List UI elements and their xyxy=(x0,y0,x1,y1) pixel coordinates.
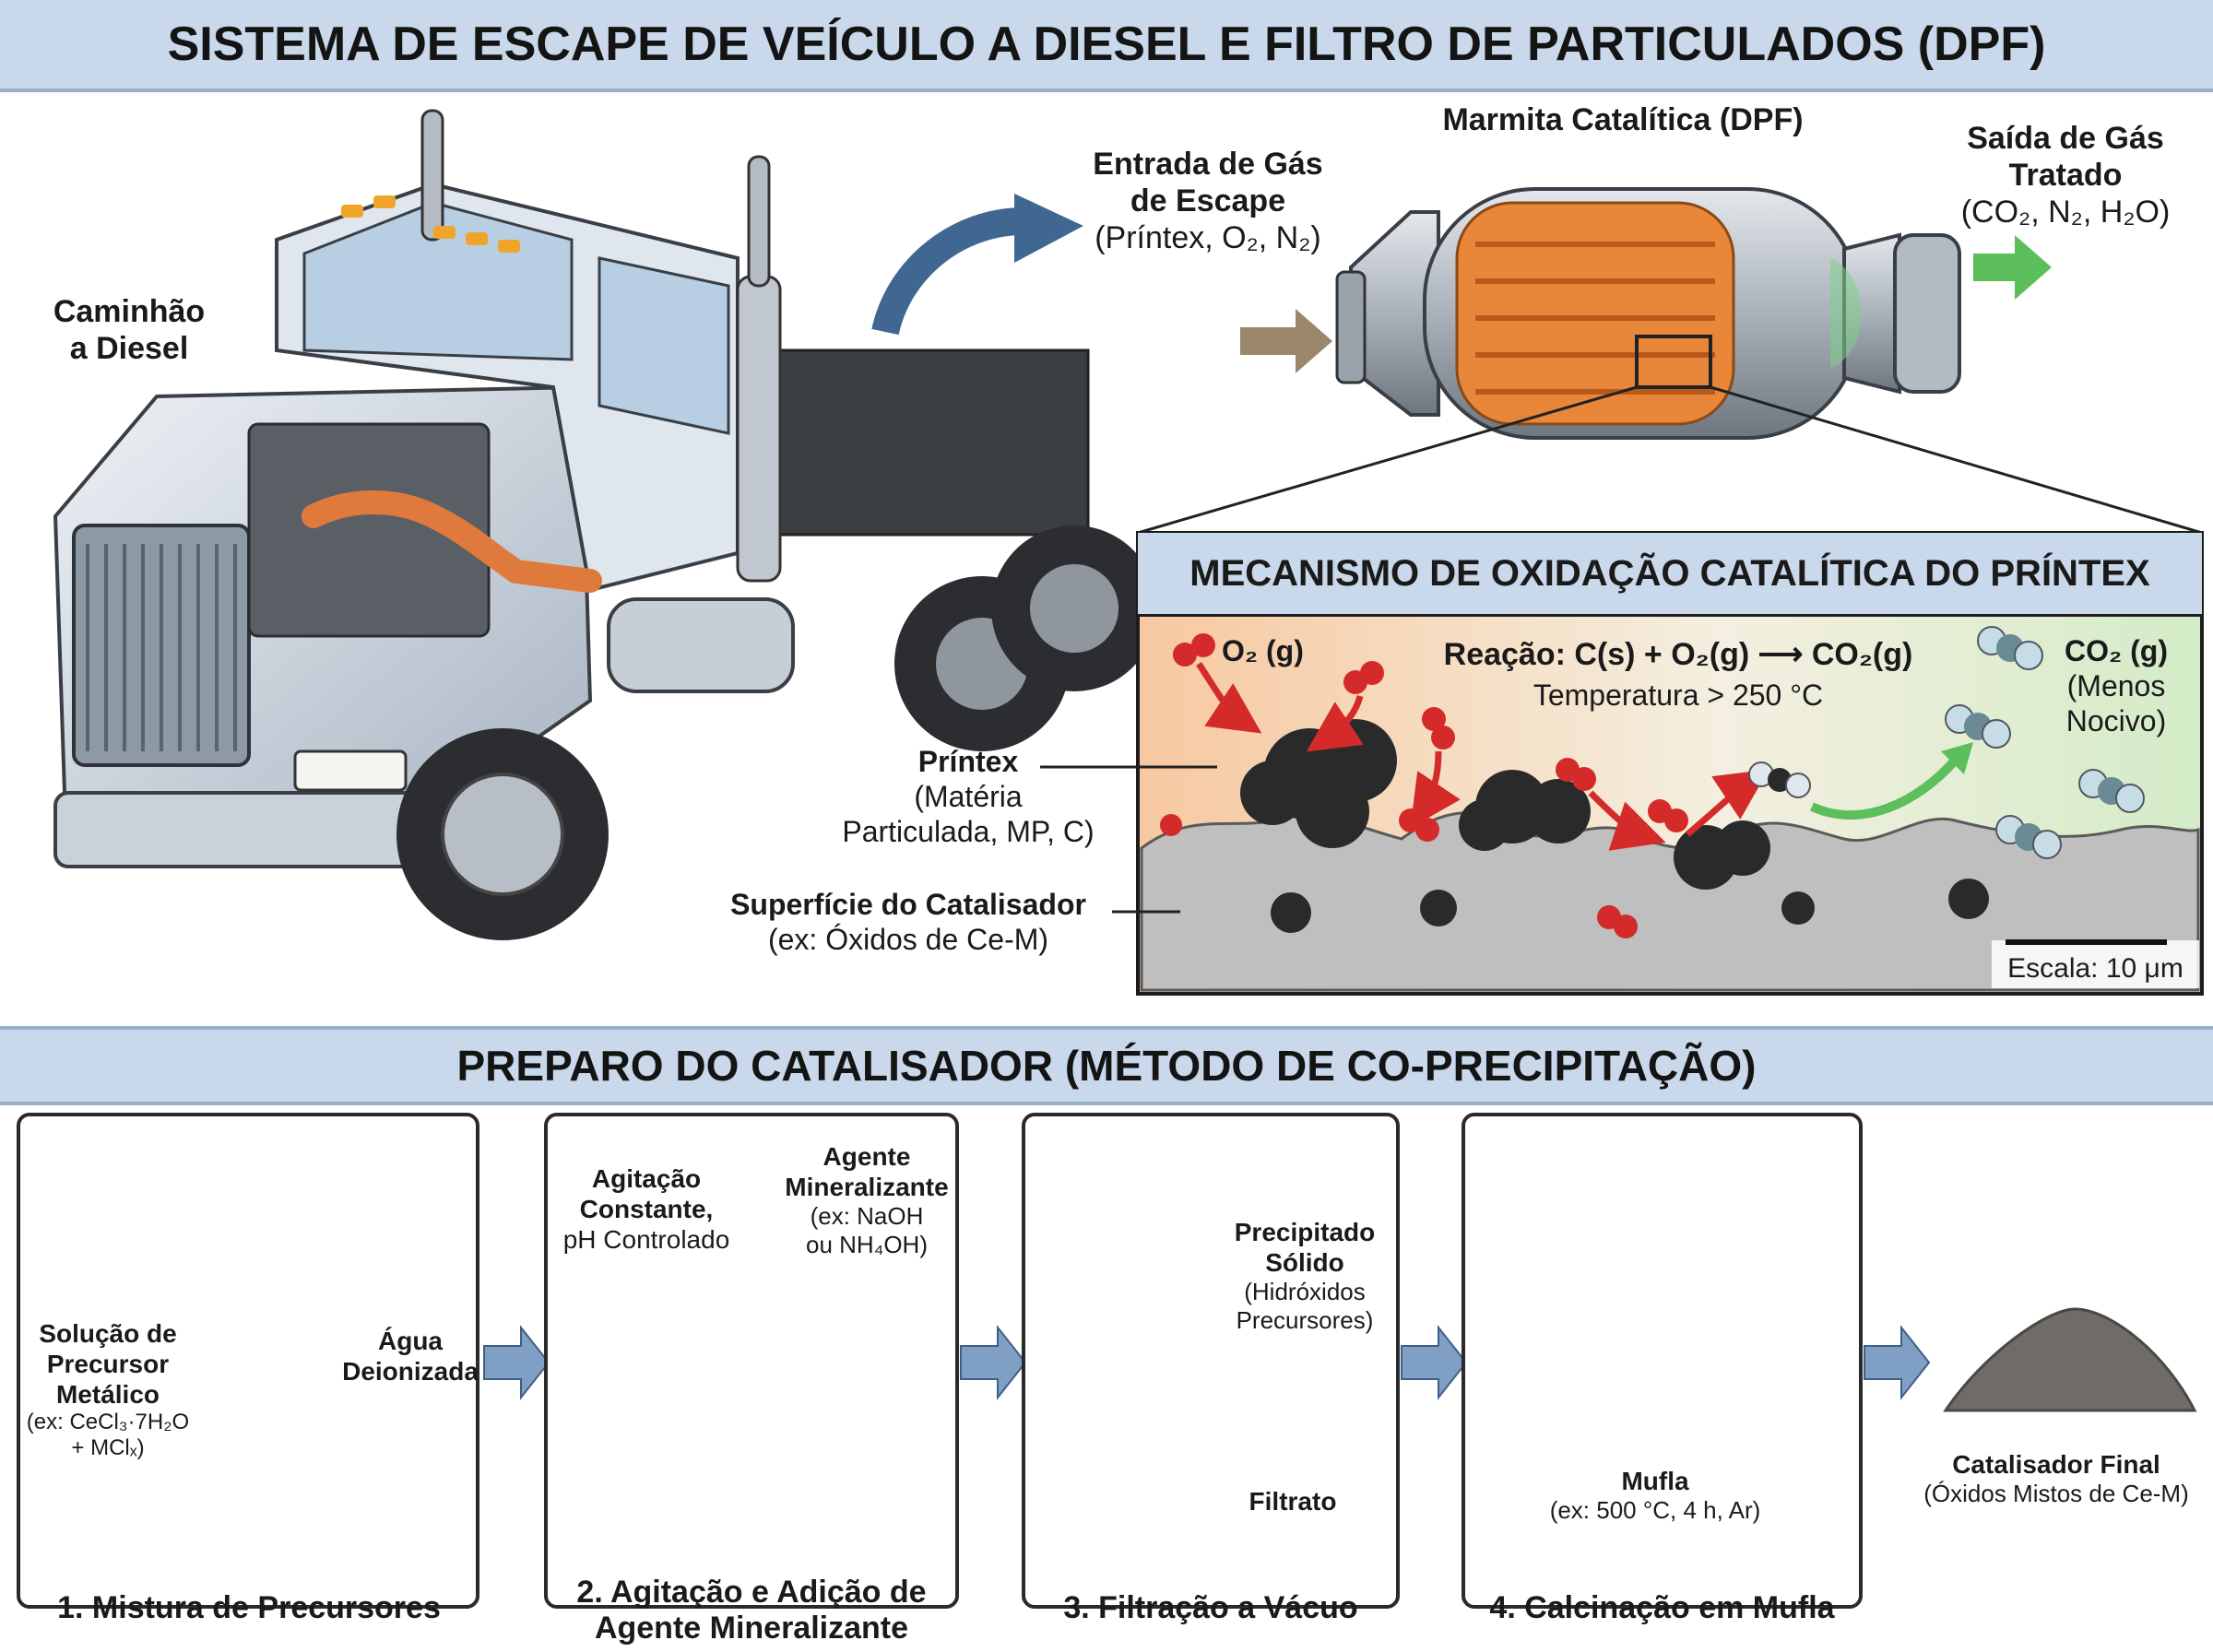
mechanism-title: MECANISMO DE OXIDAÇÃO CATALÍTICA DO PRÍN… xyxy=(1138,533,2202,617)
printex-desc-line1: (Matéria xyxy=(914,779,1023,813)
reaction-temperature: Temperatura > 250 °C xyxy=(1533,678,1824,713)
step2-right-title-2: Mineralizante xyxy=(785,1173,949,1202)
diesel-truck-illustration xyxy=(53,109,1157,940)
inlet-title-line2: de Escape xyxy=(1130,183,1286,219)
page-title: SISTEMA DE ESCAPE DE VEÍCULO A DIESEL E … xyxy=(0,0,2213,92)
step4-oven-desc: (ex: 500 °C, 4 h, Ar) xyxy=(1549,1496,1761,1525)
step3-precip-desc-2: Precursores) xyxy=(1236,1305,1374,1334)
outlet-title-line2: Tratado xyxy=(2008,158,2123,194)
surface-title: Superfície do Catalisador xyxy=(730,888,1086,921)
step4-box xyxy=(1462,1113,1863,1609)
truck-label-line2: a Diesel xyxy=(69,331,189,367)
step3-filtrate-label: Filtrato xyxy=(1249,1487,1337,1516)
truck-label-line1: Caminhão xyxy=(53,294,206,329)
step2-left-title-1: Agitação xyxy=(591,1164,702,1193)
step3-box xyxy=(1022,1113,1400,1609)
step1-left-title-2: Precursor xyxy=(46,1350,170,1379)
step1-left-title-3: Metálico xyxy=(55,1380,160,1410)
printex-title: Príntex xyxy=(917,745,1019,778)
step2-caption: 2. Agitação e Adição de Agente Mineraliz… xyxy=(544,1575,959,1646)
final-desc: (Óxidos Mistos de Ce-M) xyxy=(1923,1480,2189,1508)
step1-right-title-2: Deionizada xyxy=(342,1357,479,1386)
co2-note-line1: (Menos xyxy=(2066,668,2166,702)
step2-left-label: Agitação Constante, pH Controlado xyxy=(550,1163,743,1255)
printex-desc-line2: Particulada, MP, C) xyxy=(842,814,1095,848)
step2-left-desc: pH Controlado xyxy=(562,1225,730,1255)
step1-left-label: Solução de Precursor Metálico (ex: CeCl₃… xyxy=(20,1318,195,1462)
step1-right-label: Água Deionizada xyxy=(341,1326,479,1386)
exhaust-flow-arrow xyxy=(871,207,1024,336)
step1-left-desc-1: (ex: CeCl₃·7H₂O xyxy=(26,1410,190,1435)
step3-precip-title-2: Sólido xyxy=(1265,1248,1344,1278)
step2-box xyxy=(544,1113,959,1609)
final-catalyst-label: Catalisador Final (Óxidos Mistos de Ce-M… xyxy=(1899,1449,2213,1508)
step1-caption: 1. Mistura de Precursores xyxy=(57,1590,441,1625)
scale-label: Escala: 10 μm xyxy=(2007,953,2183,984)
step1-box xyxy=(17,1113,479,1609)
outlet-arrow xyxy=(1973,235,2052,300)
dpf-outlet-label: Saída de Gás Tratado (CO₂, N₂, H₂O) xyxy=(1927,120,2204,230)
step2-right-label: Agente Mineralizante (ex: NaOH ou NH₄OH) xyxy=(775,1141,959,1258)
dpf-inlet-label: Entrada de Gás de Escape (Príntex, O₂, N… xyxy=(1070,146,1346,256)
step3-precip-title-1: Precipitado xyxy=(1234,1218,1376,1246)
outlet-species: (CO₂, N₂, H₂O) xyxy=(1960,195,2171,230)
step3-caption: 3. Filtração a Vácuo xyxy=(1063,1590,1358,1625)
outlet-title-line1: Saída de Gás xyxy=(1967,121,2164,156)
final-title: Catalisador Final xyxy=(1952,1450,2160,1479)
step2-left-title-2: Constante, xyxy=(579,1195,714,1224)
co2-label: CO₂ (g) (Menos Nocivo) xyxy=(2042,634,2190,738)
section2-title: PREPARO DO CATALISADOR (MÉTODO DE CO-PRE… xyxy=(0,1026,2213,1105)
dpf-canister-illustration xyxy=(1335,187,1961,440)
o2-label: O₂ (g) xyxy=(1222,634,1304,667)
step3-precip-label: Precipitado Sólido (Hidróxidos Precursor… xyxy=(1217,1217,1392,1334)
step2-right-desc-1: (ex: NaOH xyxy=(810,1202,924,1231)
step2-right-title-1: Agente xyxy=(822,1142,911,1171)
step4-caption: 4. Calcinação em Mufla xyxy=(1489,1590,1835,1625)
co2-note-line2: Nocivo) xyxy=(2065,703,2167,738)
printex-label: Príntex (Matéria Particulada, MP, C) xyxy=(821,745,1116,849)
step1-left-title-1: Solução de xyxy=(39,1319,177,1348)
step2-caption-line2: Agente Mineralizante xyxy=(594,1611,909,1646)
step1-left-desc-2: + MClₓ) xyxy=(71,1435,145,1461)
exhaust-flow-arrowhead xyxy=(1014,194,1083,263)
step-arrows xyxy=(483,1325,1931,1400)
surface-desc: (ex: Óxidos de Ce-M) xyxy=(767,922,1049,956)
step4-oven-label: Mufla (ex: 500 °C, 4 h, Ar) xyxy=(1512,1466,1798,1525)
step2-caption-line1: 2. Agitação e Adição de xyxy=(576,1575,927,1610)
truck-label: Caminhão a Diesel xyxy=(37,293,221,367)
co2-title: CO₂ (g) xyxy=(2065,634,2168,667)
final-catalyst-pile xyxy=(1943,1307,2197,1412)
step1-right-title-1: Água xyxy=(378,1327,443,1355)
dpf-name-label: Marmita Catalítica (DPF) xyxy=(1442,102,1804,137)
step3-precip-desc-1: (Hidróxidos xyxy=(1244,1278,1366,1306)
step2-right-desc-2: ou NH₄OH) xyxy=(806,1230,928,1258)
inlet-species: (Príntex, O₂, N₂) xyxy=(1095,220,1321,256)
mechanism-panel-graphic xyxy=(1136,531,2204,996)
inlet-title-line1: Entrada de Gás xyxy=(1093,147,1323,182)
inlet-arrow xyxy=(1240,309,1332,373)
reaction-label: Reação: C(s) + O₂(g) ⟶ CO₂(g) Temperatur… xyxy=(1420,636,1936,714)
catalyst-surface-label: Superfície do Catalisador (ex: Óxidos de… xyxy=(701,888,1116,958)
reaction-equation: Reação: C(s) + O₂(g) ⟶ CO₂(g) xyxy=(1443,637,1913,672)
step4-oven-title: Mufla xyxy=(1621,1467,1689,1495)
